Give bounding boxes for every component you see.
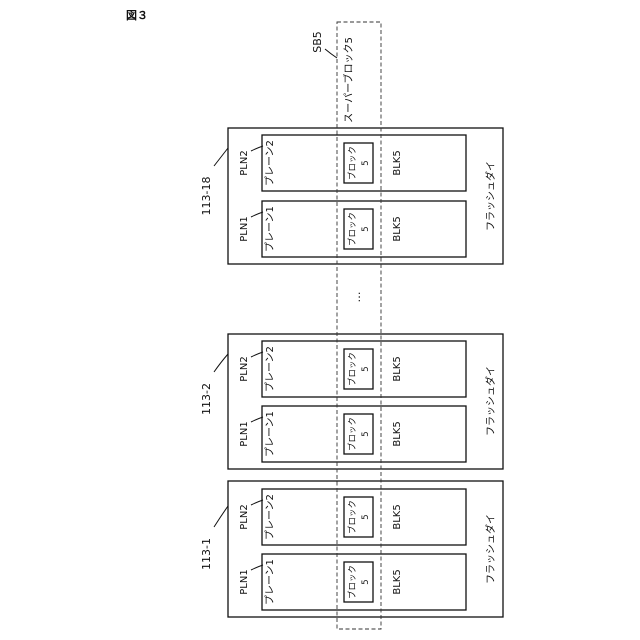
block-ref: BLK5 — [392, 421, 403, 446]
plane-leader-line — [251, 146, 263, 151]
block-name: ブロック — [347, 500, 358, 534]
block-number: 5 — [361, 160, 371, 165]
plane-leader-line — [251, 565, 263, 570]
plane-pln2: PLN2 プレーン2 ブロック 5 BLK5 — [239, 341, 466, 397]
die-ref: 113-1 — [200, 538, 213, 570]
die-name: フラッシュダイ — [484, 366, 497, 436]
block-number: 5 — [361, 366, 371, 371]
die-name: フラッシュダイ — [484, 514, 497, 584]
plane-name: プレーン1 — [264, 559, 276, 605]
block-name: ブロック — [347, 417, 358, 451]
plane-leader-line — [251, 212, 263, 217]
plane-leader-line — [251, 500, 263, 505]
plane-pln2: PLN2 プレーン2 ブロック 5 BLK5 — [239, 489, 466, 545]
block-ref: BLK5 — [392, 216, 403, 241]
flash-die-113-2: 113-2 フラッシュダイ PLN2 プレーン2 ブロック 5 BLK5 PLN… — [200, 334, 503, 469]
superblock-sb5: スーパーブロック5 SB5 — [311, 22, 381, 629]
block-ref: BLK5 — [392, 150, 403, 175]
block-name: ブロック — [347, 352, 358, 386]
superblock-leader-line — [325, 49, 337, 58]
plane-ref: PLN2 — [239, 356, 250, 381]
block-number: 5 — [361, 226, 371, 231]
block-ref: BLK5 — [392, 356, 403, 381]
flash-die-113-18: 113-18 フラッシュダイ PLN2 プレーン2 ブロック 5 BLK5 PL… — [200, 128, 503, 264]
plane-ref: PLN1 — [239, 421, 250, 446]
block-name: ブロック — [347, 565, 358, 599]
block-number: 5 — [361, 431, 371, 436]
block-ref: BLK5 — [392, 569, 403, 594]
plane-ref: PLN2 — [239, 150, 250, 175]
flash-die-113-1: 113-1 フラッシュダイ PLN2 プレーン2 ブロック 5 BLK5 PLN… — [200, 481, 503, 617]
superblock-name: スーパーブロック5 — [342, 37, 355, 123]
die-leader-line — [214, 506, 228, 527]
die-name: フラッシュダイ — [484, 161, 497, 231]
plane-pln1: PLN1 プレーン1 ブロック 5 BLK5 — [239, 406, 466, 462]
plane-ref: PLN1 — [239, 216, 250, 241]
plane-pln1: PLN1 プレーン1 ブロック 5 BLK5 — [239, 201, 466, 257]
block-number: 5 — [361, 579, 371, 584]
plane-pln1: PLN1 プレーン1 ブロック 5 BLK5 — [239, 554, 466, 610]
plane-name: プレーン2 — [264, 346, 276, 392]
block-name: ブロック — [347, 212, 358, 246]
figure-label: 図３ — [126, 8, 148, 22]
die-ref: 113-18 — [200, 177, 213, 216]
superblock-ref: SB5 — [311, 31, 324, 53]
die-leader-line — [214, 148, 228, 166]
die-ref: 113-2 — [200, 383, 213, 415]
plane-name: プレーン2 — [264, 494, 276, 540]
die-leader-line — [214, 354, 228, 372]
plane-leader-line — [251, 352, 263, 357]
block-number: 5 — [361, 514, 371, 519]
plane-ref: PLN1 — [239, 569, 250, 594]
plane-name: プレーン2 — [264, 140, 276, 186]
plane-leader-line — [251, 417, 263, 422]
plane-pln2: PLN2 プレーン2 ブロック 5 BLK5 — [239, 135, 466, 191]
block-ref: BLK5 — [392, 504, 403, 529]
plane-ref: PLN2 — [239, 504, 250, 529]
block-name: ブロック — [347, 146, 358, 180]
plane-name: プレーン1 — [264, 206, 276, 252]
plane-name: プレーン1 — [264, 411, 276, 457]
ellipsis: … — [350, 292, 363, 303]
